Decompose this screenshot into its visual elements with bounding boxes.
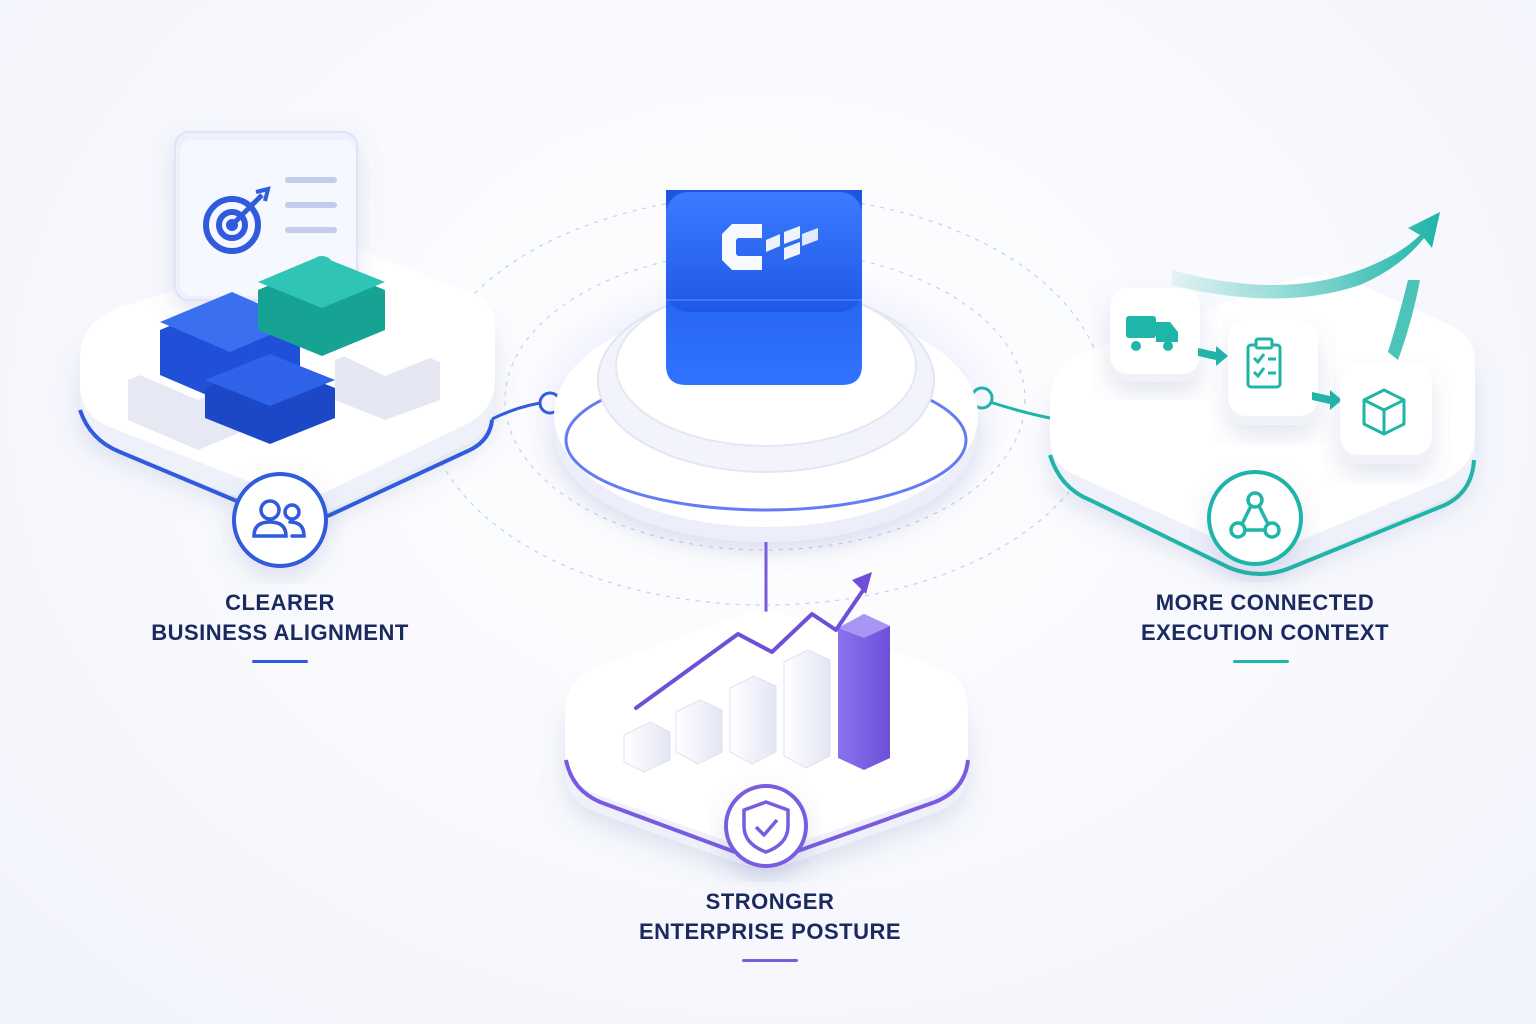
growth-arrow-icon	[1172, 212, 1440, 360]
bottom-pillar-title-line2: ENTERPRISE POSTURE	[638, 919, 902, 944]
left-badge	[232, 472, 328, 568]
bottom-pillar-title-line1: STRONGER	[705, 889, 835, 914]
box-icon	[1362, 388, 1406, 436]
left-pillar-title-line2: BUSINESS ALIGNMENT	[151, 620, 409, 645]
target-icon	[203, 186, 271, 254]
trend-line-icon	[634, 584, 868, 710]
left-pillar-label: CLEARER BUSINESS ALIGNMENT	[120, 588, 440, 648]
flow-arrow-2-icon	[1312, 390, 1342, 410]
clipboard-icon	[1246, 337, 1282, 389]
bottom-pillar-label: STRONGER ENTERPRISE POSTURE	[600, 887, 940, 947]
bottom-pillar-underline	[742, 959, 798, 962]
left-pillar-underline	[252, 660, 308, 663]
users-icon	[252, 499, 306, 538]
flow-arrow-1-icon	[1198, 346, 1228, 366]
network-icon	[1229, 491, 1281, 539]
bottom-badge	[724, 784, 808, 868]
puzzle-pieces-icon	[128, 256, 440, 450]
shield-check-icon	[742, 800, 790, 854]
right-pillar-title-line1: MORE CONNECTED	[1155, 590, 1375, 615]
text-lines-decoration	[285, 177, 337, 233]
truck-icon	[1126, 316, 1178, 351]
trend-arrowhead-icon	[852, 572, 872, 594]
platform-logo-icon	[666, 190, 862, 385]
right-pillar-underline	[1233, 660, 1289, 663]
right-badge	[1207, 470, 1303, 566]
bar-chart-icon	[623, 614, 890, 773]
right-pillar-label: MORE CONNECTED EXECUTION CONTEXT	[1105, 588, 1425, 648]
flow-tile-box	[1340, 363, 1432, 464]
right-pillar-title-line2: EXECUTION CONTEXT	[1140, 620, 1390, 645]
left-pillar-title-line1: CLEARER	[225, 590, 335, 615]
